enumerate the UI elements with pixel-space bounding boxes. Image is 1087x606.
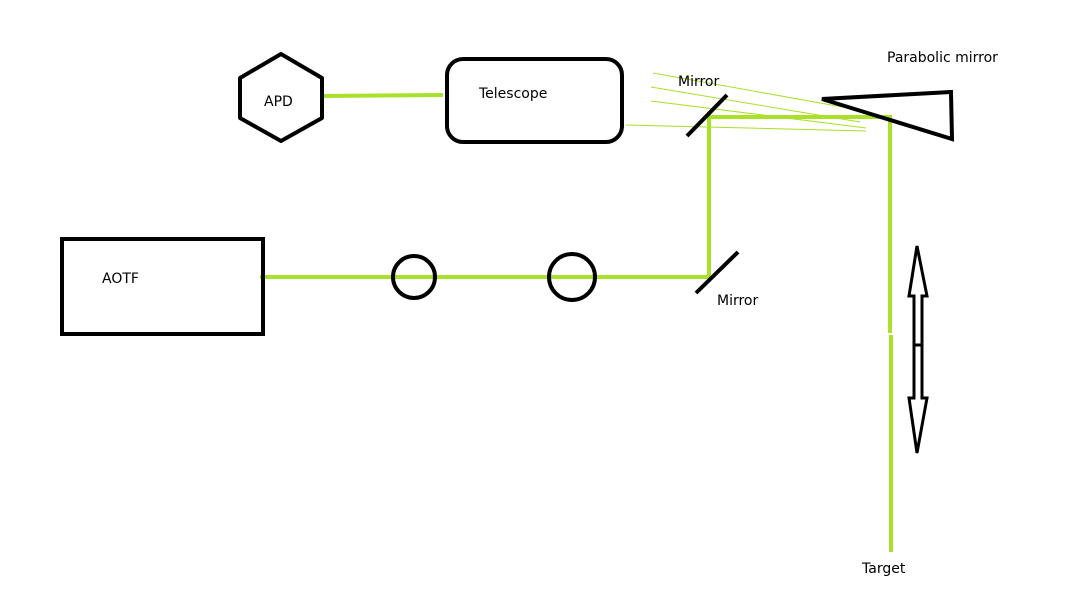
parabolic-mirror <box>821 89 955 142</box>
target-label: Target <box>862 561 906 577</box>
double-headed-arrow-icon <box>907 245 929 454</box>
beam-apd-to-telescope <box>320 92 444 99</box>
mirror-bottom <box>694 250 740 295</box>
telescope-body <box>445 57 624 144</box>
lens-2 <box>547 252 597 302</box>
return-ray-4 <box>625 124 867 132</box>
laser-beam <box>260 92 893 552</box>
parabolic-mirror-label: Parabolic mirror <box>887 50 998 66</box>
mirror-top <box>685 93 729 138</box>
telescope-label: Telescope <box>479 86 548 102</box>
aotf-box <box>60 237 265 336</box>
apd-label: APD <box>264 94 293 110</box>
mirror-bottom-label: Mirror <box>717 293 759 309</box>
lens-1 <box>391 254 437 300</box>
return-ray-3 <box>650 100 867 129</box>
apd-hexagon <box>238 52 324 143</box>
mirror-top-label: Mirror <box>678 74 720 90</box>
return-ray-1 <box>652 72 849 109</box>
aotf-label: AOTF <box>102 271 139 287</box>
